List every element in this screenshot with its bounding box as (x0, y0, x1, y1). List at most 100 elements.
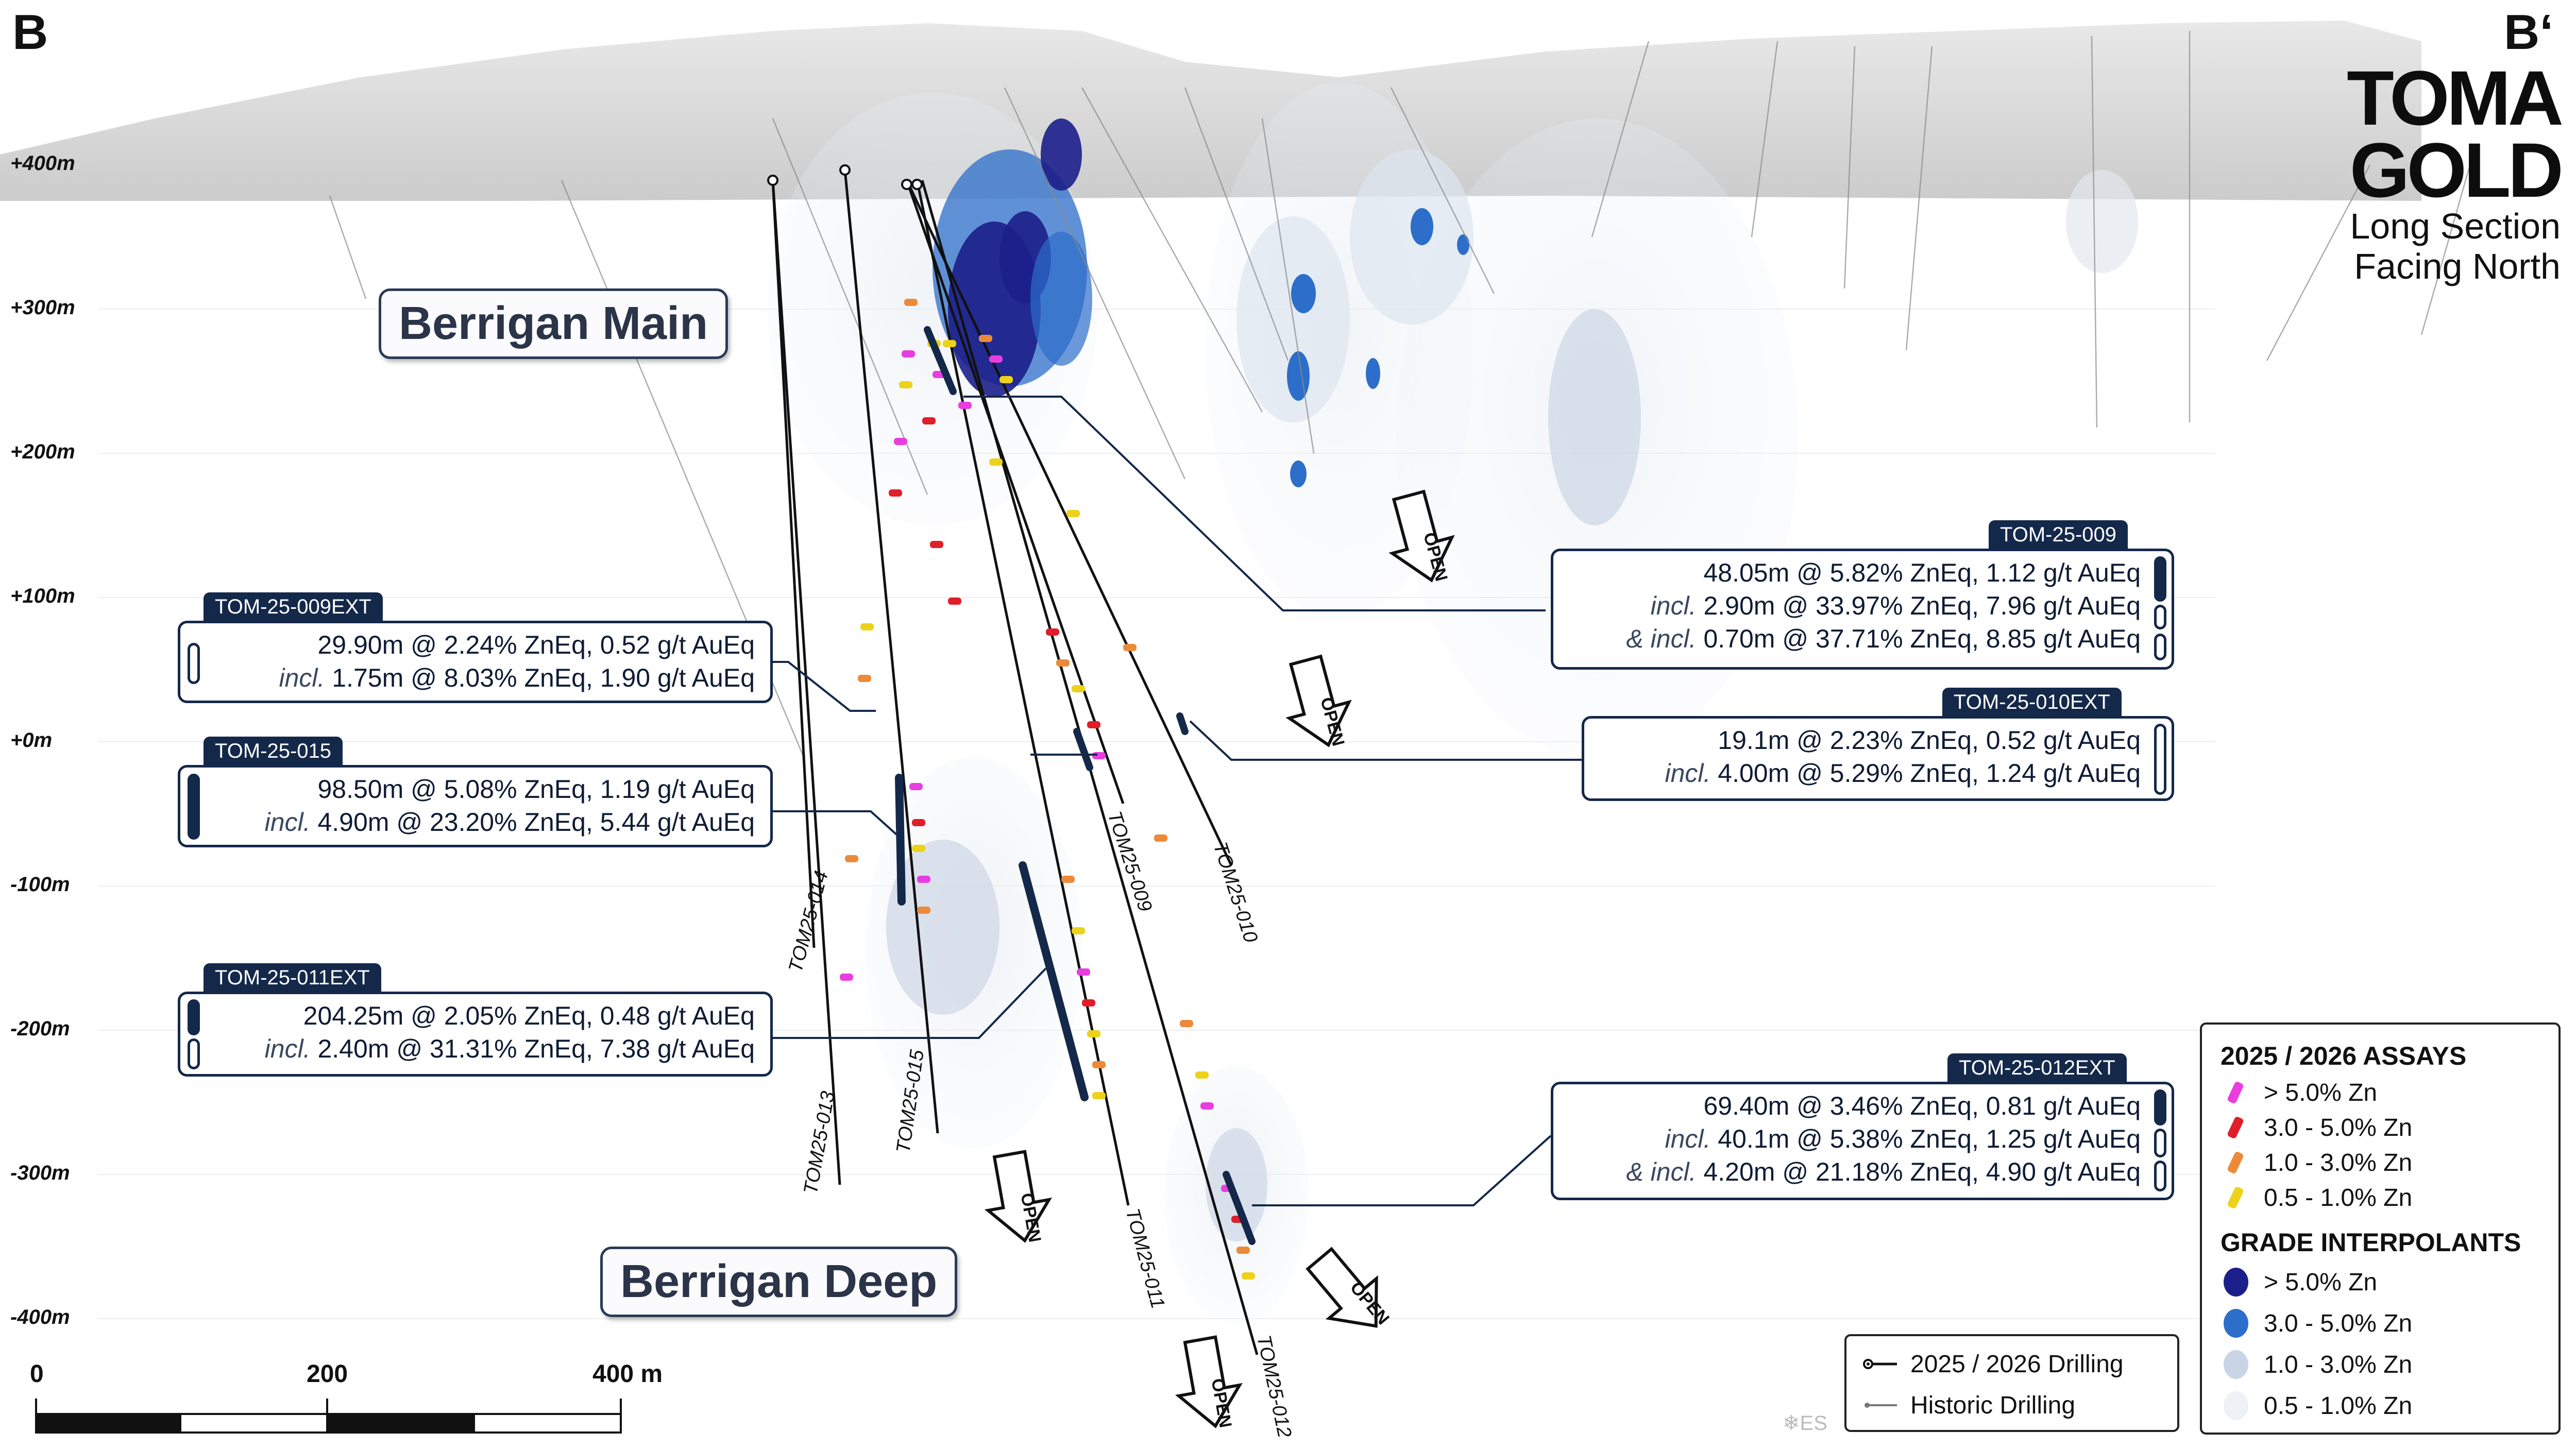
interpolant-swatch-icon (2221, 1268, 2251, 1297)
elevation-label: -200m (10, 1017, 70, 1040)
legend-row: 0.5 - 1.0% Zn (2221, 1385, 2540, 1426)
elevation-label: +200m (10, 440, 75, 463)
elevation-label: -300m (10, 1162, 70, 1184)
callout-line: & incl. 4.20m @ 21.18% ZnEq, 4.90 g/t Au… (1626, 1157, 2141, 1186)
callout-tag: TOM-25-009EXT (204, 592, 383, 622)
interval-bar-icon (2154, 1161, 2166, 1191)
hole-label-tom25-010: TOM25-010 (1209, 840, 1261, 945)
legend-row: 3.0 - 5.0% Zn (2221, 1303, 2540, 1344)
elevation-label: +0m (10, 729, 53, 752)
scale-label: 200 (307, 1360, 348, 1388)
elevation-label: -100m (10, 873, 70, 896)
scale-label: 400 m (592, 1360, 663, 1388)
callout-line: 29.90m @ 2.24% ZnEq, 0.52 g/t AuEq (317, 630, 755, 659)
callout-tag: TOM-25-009 (1989, 520, 2128, 550)
topographic-surface (0, 21, 2421, 201)
assay-swatch-icon (2221, 1115, 2251, 1140)
collar-markers (767, 164, 923, 190)
legend-row: 3.0 - 5.0% Zn (2221, 1110, 2540, 1145)
callout-tag: TOM-25-011EXT (204, 963, 381, 993)
grade-legend: 2025 / 2026 ASSAYS > 5.0% Zn 3.0 - 5.0% … (2200, 1022, 2561, 1435)
callout-line: 19.1m @ 2.23% ZnEq, 0.52 g/t AuEq (1718, 726, 2141, 755)
area-label-deep: Berrigan Deep (600, 1247, 958, 1317)
hole-label-tom25-012: TOM25-012 (1252, 1333, 1295, 1439)
logo-word-top: TOMA (2347, 55, 2564, 141)
interval-bar-icon (2154, 1129, 2166, 1157)
assay-intervals (840, 299, 1255, 1280)
open-arrow-5: OPEN (1175, 1335, 1243, 1429)
hole-label-tom25-013: TOM25-013 (800, 1089, 839, 1196)
legend-interpolants-title: GRADE INTERPOLANTS (2221, 1228, 2521, 1257)
area-label-main: Berrigan Main (379, 288, 728, 359)
interval-bar-icon (188, 1038, 200, 1069)
elevation-label: -400m (10, 1306, 70, 1328)
interpolant-swatch-icon (2221, 1350, 2251, 1379)
callout-tom25-009: 48.05m @ 5.82% ZnEq, 1.12 g/t AuEq incl.… (1551, 549, 2174, 670)
elevation-label: +300m (10, 296, 75, 319)
legend-assays-title: 2025 / 2026 ASSAYS (2221, 1042, 2467, 1070)
callout-line: incl. 40.1m @ 5.38% ZnEq, 1.25 g/t AuEq (1665, 1124, 2141, 1153)
callout-tom25-011ext: 204.25m @ 2.05% ZnEq, 0.48 g/t AuEq incl… (178, 992, 773, 1077)
interval-bar-icon (2154, 634, 2166, 660)
callout-line: incl. 2.40m @ 31.31% ZnEq, 7.38 g/t AuEq (264, 1034, 755, 1063)
legend-row: 0.5 - 1.0% Zn (2221, 1180, 2540, 1215)
section-label-right: B‘ (2504, 5, 2553, 60)
interval-bar-icon (188, 999, 200, 1035)
callout-line: 204.25m @ 2.05% ZnEq, 0.48 g/t AuEq (303, 1001, 755, 1030)
open-arrow-2: OPEN (1285, 654, 1352, 748)
callout-line: incl. 4.00m @ 5.29% ZnEq, 1.24 g/t AuEq (1665, 759, 2141, 788)
callout-line: 98.50m @ 5.08% ZnEq, 1.19 g/t AuEq (317, 775, 755, 804)
interval-bar-icon (2154, 724, 2166, 795)
open-arrow-1: OPEN (1388, 489, 1455, 583)
callout-tag: TOM-25-015 (204, 737, 343, 766)
callout-leaders (773, 396, 1582, 1206)
assay-swatch-icon (2221, 1185, 2251, 1211)
callout-tag: TOM-25-010EXT (1942, 688, 2122, 717)
scale-bar (35, 1399, 622, 1434)
interval-bar-icon (188, 774, 200, 840)
company-logo: TOMA GOLD Long Section Facing North (2282, 55, 2564, 286)
assay-swatch-icon (2221, 1080, 2251, 1105)
legend-row: > 5.0% Zn (2221, 1075, 2540, 1110)
callout-line: 69.40m @ 3.46% ZnEq, 0.81 g/t AuEq (1703, 1092, 2141, 1120)
hole-label-tom25-009: TOM25-009 (1103, 809, 1156, 914)
legend-row: 2025 / 2026 Drilling (1862, 1343, 2162, 1385)
interval-bar-icon (188, 643, 200, 684)
interval-bar-icon (2154, 605, 2166, 629)
callout-line: 48.05m @ 5.82% ZnEq, 1.12 g/t AuEq (1703, 558, 2141, 587)
interpolant-swatch-icon (2221, 1391, 2251, 1420)
callout-line: & incl. 0.70m @ 37.71% ZnEq, 8.85 g/t Au… (1626, 624, 2141, 653)
scale-label: 0 (30, 1360, 44, 1388)
callout-line: incl. 1.75m @ 8.03% ZnEq, 1.90 g/t AuEq (279, 663, 755, 692)
open-arrow-4: OPEN (1306, 1247, 1393, 1328)
open-arrow-3: OPEN (984, 1150, 1052, 1244)
hole-label-tom25-011: TOM25-011 (1121, 1206, 1168, 1310)
legend-row: Historic Drilling (1862, 1385, 2162, 1426)
interpolant-swatch-icon (2221, 1309, 2251, 1338)
new-drilling-line-icon (1862, 1351, 1898, 1377)
callout-line: incl. 2.90m @ 33.97% ZnEq, 7.96 g/t AuEq (1650, 591, 2141, 620)
interval-bar-icon (2154, 1089, 2166, 1126)
legend-row: 1.0 - 3.0% Zn (2221, 1344, 2540, 1385)
callout-tag: TOM-25-012EXT (1947, 1053, 2127, 1083)
historic-drilling-line-icon (1862, 1392, 1898, 1418)
legend-row: 1.0 - 3.0% Zn (2221, 1145, 2540, 1180)
elevation-label: +100m (10, 585, 75, 607)
logo-word-bottom: GOLD (2349, 127, 2564, 213)
interval-bar-icon (2154, 556, 2166, 602)
callout-tom25-012ext: 69.40m @ 3.46% ZnEq, 0.81 g/t AuEq incl.… (1551, 1082, 2174, 1200)
callout-tom25-015: 98.50m @ 5.08% ZnEq, 1.19 g/t AuEq incl.… (178, 765, 773, 847)
elevation-label: +400m (10, 152, 75, 175)
legend-row: > 5.0% Zn (2221, 1262, 2540, 1303)
callout-line: incl. 4.90m @ 23.20% ZnEq, 5.44 g/t AuEq (264, 808, 755, 837)
callout-tom25-010ext: 19.1m @ 2.23% ZnEq, 0.52 g/t AuEq incl. … (1582, 716, 2174, 801)
callout-tom25-009ext: 29.90m @ 2.24% ZnEq, 0.52 g/t AuEq incl.… (178, 621, 773, 703)
section-title-line2: Facing North (2354, 246, 2561, 286)
composite-bars (895, 326, 1256, 1245)
section-title-line1: Long Section (2350, 206, 2561, 246)
section-label-left: B (12, 5, 48, 60)
assay-swatch-icon (2221, 1150, 2251, 1175)
drilling-legend: 2025 / 2026 Drilling Historic Drilling (1844, 1334, 2179, 1432)
